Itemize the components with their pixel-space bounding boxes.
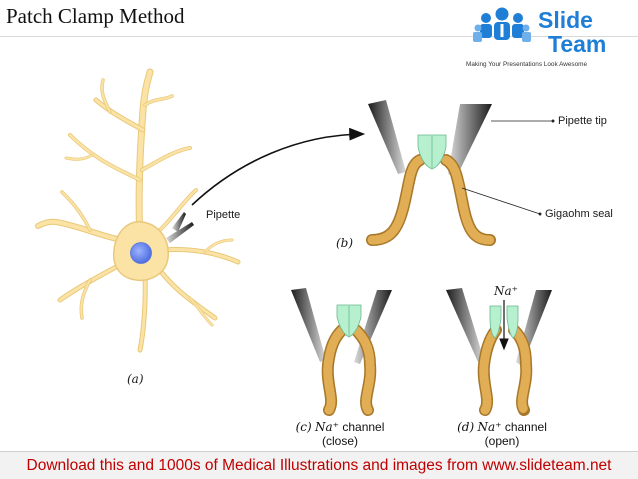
panel-b-label: (b) <box>336 236 354 250</box>
slide-title: Patch Clamp Method <box>6 4 185 28</box>
logo-word-slide: Slide <box>538 7 593 33</box>
label-na-ion: Na⁺ <box>494 284 518 298</box>
panel-c-caption: (c) Na⁺ channel (close) <box>270 420 410 448</box>
logo-tagline: Making Your Presentations Look Awesome <box>466 61 587 68</box>
pipette-small-upper <box>172 212 186 232</box>
panel-c-line1: channel <box>339 420 385 434</box>
panel-d-ion: Na⁺ <box>477 420 502 434</box>
logo-word-team: Team <box>548 31 606 57</box>
footer-download-link[interactable]: Download this and 1000s of Medical Illus… <box>0 451 638 479</box>
label-gigaohm-seal: Gigaohm seal <box>545 208 613 220</box>
label-pipette-tip: Pipette tip <box>558 115 607 127</box>
panel-d-tag: (d) <box>457 420 475 434</box>
panel-c-state: (close) <box>321 434 358 448</box>
panel-c-tag: (c) <box>295 420 312 434</box>
zoom-arrow <box>191 127 366 206</box>
panel-b-illustration <box>366 100 496 246</box>
label-pipette: Pipette <box>206 209 241 221</box>
neuron-illustration <box>35 68 241 353</box>
panel-d-illustration <box>446 288 552 416</box>
pipette-small-lower <box>166 222 194 243</box>
panel-a-label: (a) <box>127 372 144 386</box>
header-divider <box>0 36 638 37</box>
panel-c-illustration <box>291 288 392 416</box>
panel-d-line1: channel <box>501 420 547 434</box>
gigaohm-seal-pointer <box>461 187 542 216</box>
panel-d-caption: (d) Na⁺ channel (open) <box>432 420 572 448</box>
panel-c-ion: Na⁺ <box>315 420 340 434</box>
slideteam-logo: Slide Team Making Your Presentations Loo… <box>466 7 606 68</box>
nucleus <box>130 242 152 264</box>
panel-d-state: (open) <box>484 434 520 448</box>
logo-people-icon <box>473 7 531 42</box>
